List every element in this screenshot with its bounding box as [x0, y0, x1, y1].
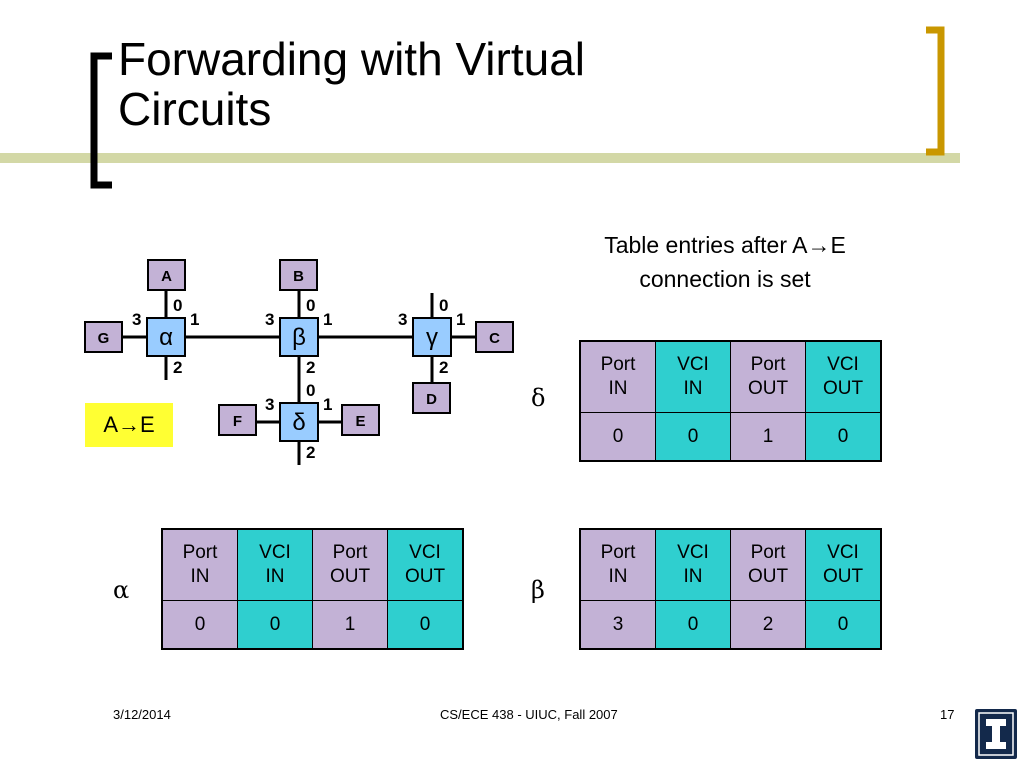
host-f-label: F [233, 413, 242, 430]
switch-gamma: γ [412, 317, 452, 357]
host-e-label: E [355, 413, 365, 430]
cell-port-out: 1 [312, 600, 388, 650]
host-g: G [84, 321, 123, 353]
title-line-2: Circuits [118, 83, 272, 135]
gamma-port-left: 3 [398, 310, 407, 329]
table-row: 0 0 1 0 [161, 600, 464, 650]
host-a-label: A [161, 268, 172, 285]
slide-title: Forwarding with Virtual Circuits [118, 34, 585, 134]
delta-port-left: 3 [265, 395, 274, 414]
alpha-port-left: 3 [132, 310, 141, 329]
cell-vci-in: 0 [655, 412, 731, 462]
header-decoration [0, 26, 960, 189]
connection-badge: A→E [85, 403, 173, 447]
switch-delta: δ [279, 402, 319, 442]
cell-vci-out: 0 [387, 600, 464, 650]
title-line-1: Forwarding with Virtual [118, 33, 586, 85]
right-bracket [926, 26, 945, 156]
host-c-label: C [489, 330, 500, 347]
alpha-port-right: 1 [190, 310, 199, 329]
cell-port-in: 0 [579, 412, 656, 462]
cell-vci-out: 0 [805, 600, 882, 650]
university-logo-icon [975, 709, 1017, 759]
header-bar [0, 153, 960, 163]
caption-line-1: Table entries after A→E [604, 232, 846, 258]
cell-port-out: 1 [730, 412, 806, 462]
switch-beta: β [279, 317, 319, 357]
host-d: D [412, 382, 451, 414]
beta-port-bottom: 2 [306, 358, 315, 377]
gamma-port-bottom: 2 [439, 358, 448, 377]
cell-port-out: 2 [730, 600, 806, 650]
switch-alpha-label: α [159, 324, 173, 351]
switch-beta-label: β [292, 324, 306, 351]
table-row: 3 0 2 0 [579, 600, 882, 650]
left-bracket [90, 52, 112, 189]
host-a: A [147, 259, 186, 291]
port-labels: 0 1 2 3 0 1 2 3 0 1 2 3 0 1 2 3 [132, 296, 465, 462]
alpha-port-top: 0 [173, 296, 182, 315]
host-b: B [279, 259, 318, 291]
beta-port-left: 3 [265, 310, 274, 329]
delta-port-bottom: 2 [306, 443, 315, 462]
network-links [122, 290, 476, 465]
gamma-port-top: 0 [439, 296, 448, 315]
table-row: 0 0 1 0 [579, 412, 882, 462]
footer-course: CS/ECE 438 - UIUC, Fall 2007 [440, 707, 618, 722]
delta-port-right: 1 [323, 395, 332, 414]
delta-port-top: 0 [306, 381, 315, 400]
alpha-table-label: α [113, 576, 130, 604]
host-d-label: D [426, 391, 437, 408]
host-b-label: B [293, 268, 304, 285]
gamma-port-right: 1 [456, 310, 465, 329]
alpha-port-bottom: 2 [173, 358, 182, 377]
switch-delta-label: δ [292, 409, 305, 436]
switch-alpha: α [146, 317, 186, 357]
footer-date: 3/12/2014 [113, 707, 171, 722]
beta-port-right: 1 [323, 310, 332, 329]
cell-port-in: 0 [161, 600, 238, 650]
cell-vci-out: 0 [805, 412, 882, 462]
beta-table-label: β [531, 576, 545, 604]
cell-vci-in: 0 [237, 600, 313, 650]
switch-gamma-label: γ [426, 324, 438, 351]
caption-line-2: connection is set [639, 266, 811, 292]
delta-table-label: δ [531, 384, 546, 412]
host-c: C [475, 321, 514, 353]
cell-vci-in: 0 [655, 600, 731, 650]
host-f: F [218, 404, 257, 436]
table-caption: Table entries after A→E connection is se… [570, 228, 880, 296]
network-diagram: A B C D E F G α β γ δ 0 1 [84, 259, 514, 465]
host-g-label: G [98, 330, 110, 347]
beta-port-top: 0 [306, 296, 315, 315]
host-e: E [341, 404, 380, 436]
cell-port-in: 3 [579, 600, 656, 650]
footer-page-number: 17 [940, 707, 955, 722]
